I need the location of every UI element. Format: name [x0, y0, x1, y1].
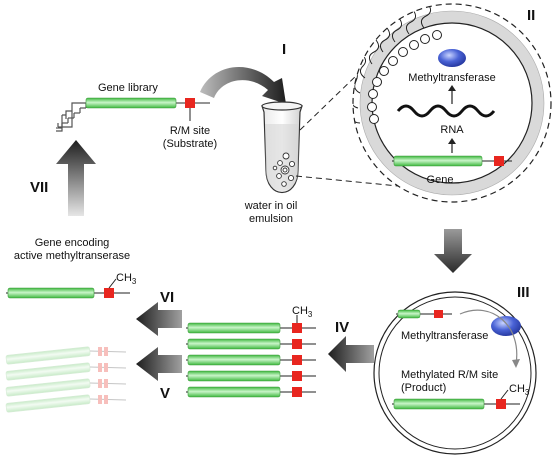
catalysis-arrow: [459, 309, 518, 365]
zoom-line-top: [299, 71, 361, 131]
encoding-label-2: active methyltranserase: [14, 250, 130, 262]
droplet-zoom: Methyltransferase RNA Gene: [352, 3, 552, 203]
emulsion-label-2: emulsion: [249, 213, 293, 225]
step-iii-label: III: [517, 284, 530, 301]
emulsion-label: water in oil: [244, 200, 298, 212]
rm-site-substrate-label: (Substrate): [163, 138, 217, 150]
digested-genes: [5, 346, 127, 413]
droplet-gene-bar: [393, 155, 483, 167]
enzyme-blob-iii: [491, 316, 521, 336]
arrow-iv: [328, 336, 374, 372]
zoom-line-bottom: [295, 175, 399, 187]
gene-library: Gene library R/M site (Substrate): [56, 82, 217, 150]
step-i-label: I: [282, 41, 286, 58]
rna-label: RNA: [440, 124, 464, 136]
arrow-vi: [136, 302, 182, 336]
ch3-label-iii: CH3: [509, 383, 530, 397]
library-gene-bar: [85, 97, 177, 109]
small-gene-bar: [397, 309, 421, 319]
rm-site-label: R/M site: [170, 125, 210, 137]
rna-wave: [396, 104, 496, 118]
product-label: (Product): [401, 382, 446, 394]
step-ii-label: II: [527, 7, 535, 24]
product-gene-bar: [393, 398, 485, 410]
methyltransferase-label-iii: Methyltransferase: [401, 330, 488, 342]
droplet-product: Methyltransferase Methylated R/M site (P…: [373, 291, 537, 455]
ch3-label-selected: CH3: [116, 272, 137, 286]
surfactant-tails: [353, 4, 432, 124]
arrow-v: [136, 347, 182, 381]
methylated-gene-stack: [186, 315, 316, 398]
encoding-label: Gene encoding: [35, 237, 110, 249]
step-vii-label: VII: [30, 179, 48, 196]
arrow-ii-to-iii: [434, 229, 472, 273]
droplet-rm-site: [494, 156, 504, 166]
gene-library-label: Gene library: [98, 82, 158, 94]
library-strand-lines: [56, 102, 86, 132]
emulsion-tube: [261, 101, 303, 194]
product-methylated-site: [496, 399, 506, 409]
step-v-label: V: [160, 385, 170, 402]
surfactant-heads: [367, 30, 442, 124]
step-iv-label: IV: [335, 319, 349, 336]
droplets: [272, 152, 296, 187]
ch3-label-stack: CH3: [292, 305, 313, 319]
small-rm-site: [434, 310, 443, 318]
step-vi-label: VI: [160, 289, 174, 306]
arrow-vii: [56, 140, 96, 216]
step-i-arrow: [200, 67, 286, 104]
selected-gene: [6, 278, 130, 299]
methyltransferase-label-ii: Methyltransferase: [408, 72, 495, 84]
methylated-site-label: Methylated R/M site: [401, 369, 498, 381]
library-rm-site: [185, 98, 195, 108]
gene-label: Gene: [427, 174, 454, 186]
enzyme-blob-ii: [438, 49, 466, 67]
